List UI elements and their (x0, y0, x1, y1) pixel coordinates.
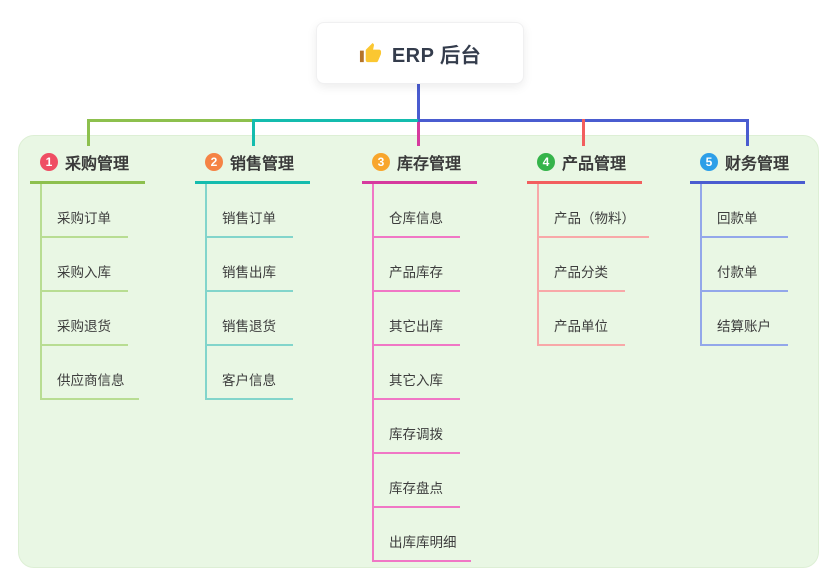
child-node[interactable]: 结算账户 (700, 292, 788, 346)
child-node[interactable]: 采购退货 (40, 292, 128, 346)
trunk-line-purchase (87, 119, 254, 122)
branch-number-badge: 2 (205, 153, 223, 171)
branch-number-badge: 3 (372, 153, 390, 171)
branch-purchase: 1 采购管理 采购订单 采购入库 采购退货 供应商信息 (30, 146, 145, 400)
child-node-label: 销售订单 (222, 211, 276, 226)
child-node-label: 产品（物料） (554, 211, 635, 226)
child-node-label: 结算账户 (717, 319, 771, 334)
trunk-line-sales (252, 119, 420, 122)
child-node[interactable]: 供应商信息 (40, 346, 139, 400)
child-node-label: 采购退货 (57, 319, 111, 334)
child-node-label: 供应商信息 (57, 373, 125, 388)
child-node[interactable]: 其它出库 (372, 292, 460, 346)
branch-sales: 2 销售管理 销售订单 销售出库 销售退货 客户信息 (195, 146, 310, 400)
child-node[interactable]: 产品库存 (372, 238, 460, 292)
child-node[interactable]: 产品（物料） (537, 184, 649, 238)
child-node[interactable]: 回款单 (700, 184, 788, 238)
child-node[interactable]: 销售订单 (205, 184, 293, 238)
child-node-label: 付款单 (717, 265, 758, 280)
branch-node-label: 产品管理 (562, 156, 627, 173)
branch-children-inventory: 仓库信息 产品库存 其它出库 其它入库 库存调拨 库存盘点 出库库明细 (362, 184, 477, 562)
branch-number-badge: 1 (40, 153, 58, 171)
child-node[interactable]: 出库库明细 (372, 508, 471, 562)
drop-line-inventory (417, 122, 420, 146)
child-node[interactable]: 销售退货 (205, 292, 293, 346)
branch-node-label: 财务管理 (725, 156, 790, 173)
root-node-label: ERP 后台 (391, 44, 482, 67)
branch-children-sales: 销售订单 销售出库 销售退货 客户信息 (195, 184, 310, 400)
child-node-label: 库存调拨 (389, 427, 443, 442)
child-node-label: 产品库存 (389, 265, 443, 280)
root-node-erp[interactable]: ERP 后台 (316, 22, 524, 84)
branch-number-badge: 5 (700, 153, 718, 171)
child-node-label: 出库库明细 (389, 535, 457, 550)
child-node[interactable]: 客户信息 (205, 346, 293, 400)
branch-node-inventory[interactable]: 3 库存管理 (362, 146, 477, 184)
drop-line-sales (252, 119, 255, 146)
child-node-label: 采购入库 (57, 265, 111, 280)
child-node[interactable]: 库存盘点 (372, 454, 460, 508)
branch-inventory: 3 库存管理 仓库信息 产品库存 其它出库 其它入库 库存调拨 库存盘点 出库库… (362, 146, 477, 562)
branch-node-label: 采购管理 (65, 156, 130, 173)
branch-node-label: 库存管理 (397, 156, 462, 173)
child-node-label: 其它出库 (389, 319, 443, 334)
branch-node-purchase[interactable]: 1 采购管理 (30, 146, 145, 184)
branch-children-finance: 回款单 付款单 结算账户 (690, 184, 805, 346)
child-node-label: 库存盘点 (389, 481, 443, 496)
child-node[interactable]: 产品分类 (537, 238, 625, 292)
child-node-label: 其它入库 (389, 373, 443, 388)
branch-children-product: 产品（物料） 产品分类 产品单位 (527, 184, 649, 346)
child-node[interactable]: 采购入库 (40, 238, 128, 292)
branch-children-purchase: 采购订单 采购入库 采购退货 供应商信息 (30, 184, 145, 400)
child-node-label: 回款单 (717, 211, 758, 226)
child-node[interactable]: 采购订单 (40, 184, 128, 238)
thumbs-up-icon (359, 42, 382, 65)
child-node[interactable]: 库存调拨 (372, 400, 460, 454)
mindmap-panel (18, 135, 819, 568)
branch-node-product[interactable]: 4 产品管理 (527, 146, 642, 184)
child-node-label: 销售出库 (222, 265, 276, 280)
root-connector-line (417, 82, 420, 121)
child-node-label: 销售退货 (222, 319, 276, 334)
child-node[interactable]: 付款单 (700, 238, 788, 292)
child-node-label: 产品单位 (554, 319, 608, 334)
child-node[interactable]: 产品单位 (537, 292, 625, 346)
branch-node-finance[interactable]: 5 财务管理 (690, 146, 805, 184)
branch-product: 4 产品管理 产品（物料） 产品分类 产品单位 (527, 146, 649, 346)
drop-line-product (582, 119, 585, 146)
child-node-label: 产品分类 (554, 265, 608, 280)
branch-finance: 5 财务管理 回款单 付款单 结算账户 (690, 146, 805, 346)
branch-node-sales[interactable]: 2 销售管理 (195, 146, 310, 184)
branch-number-badge: 4 (537, 153, 555, 171)
drop-line-purchase (87, 119, 90, 146)
child-node-label: 仓库信息 (389, 211, 443, 226)
branch-node-label: 销售管理 (230, 156, 295, 173)
child-node[interactable]: 仓库信息 (372, 184, 460, 238)
drop-line-finance (746, 119, 749, 146)
child-node[interactable]: 销售出库 (205, 238, 293, 292)
child-node[interactable]: 其它入库 (372, 346, 460, 400)
child-node-label: 客户信息 (222, 373, 276, 388)
child-node-label: 采购订单 (57, 211, 111, 226)
